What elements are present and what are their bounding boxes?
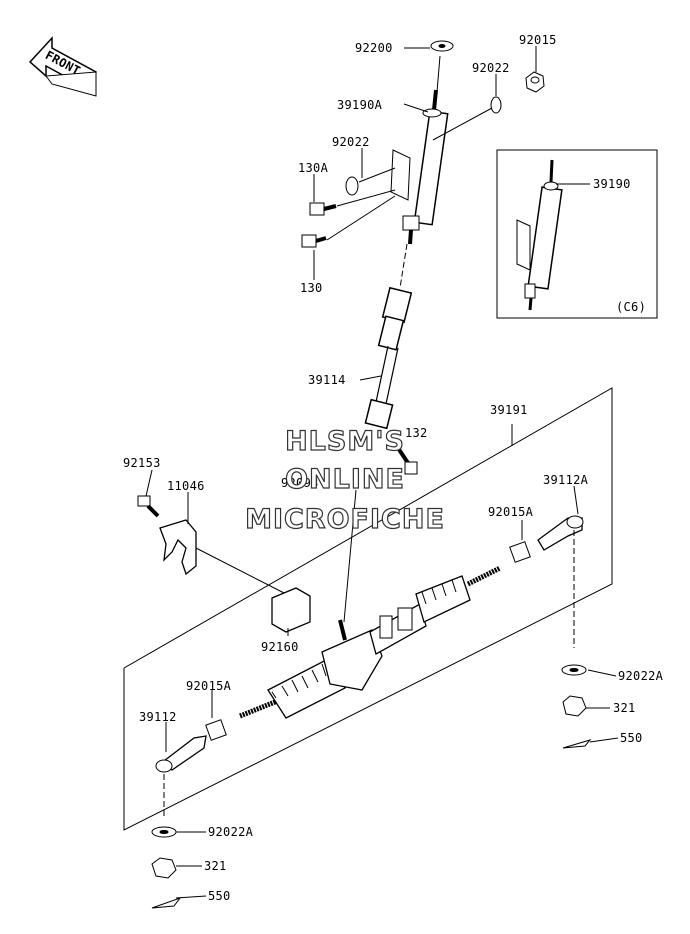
part-label-92015: 92015 — [519, 33, 557, 47]
part-label-130: 130 — [300, 281, 323, 295]
part-label-550-right: 550 — [620, 731, 643, 745]
part-label-92160: 92160 — [261, 640, 299, 654]
bolt-92153-icon — [137, 495, 160, 518]
inset-steering-column — [516, 159, 563, 311]
part-label-39114: 39114 — [308, 373, 346, 387]
part-label-130A: 130A — [298, 161, 329, 175]
part-label-11046: 11046 — [167, 479, 205, 493]
steering-rack — [239, 565, 502, 719]
clamp-11046-icon — [159, 519, 197, 576]
part-label-92022-right: 92022 — [472, 61, 510, 75]
watermark-line-1: HLSM'S — [284, 425, 405, 457]
watermark-line-3: MICROFICHE — [244, 503, 445, 535]
part-label-39112: 39112 — [139, 710, 177, 724]
part-label-321-left: 321 — [204, 859, 227, 873]
part-label-92022-left: 92022 — [332, 135, 370, 149]
bolt-130A-icon — [309, 202, 337, 216]
nut-92015-icon — [525, 71, 545, 93]
part-label-39112A: 39112A — [543, 473, 589, 487]
part-label-92015A-left: 92015A — [186, 679, 232, 693]
tie-rod-end-left — [151, 719, 227, 909]
washer-92022-left-icon — [345, 176, 359, 196]
front-arrow-icon — [28, 36, 97, 97]
part-label-92153: 92153 — [123, 456, 161, 470]
part-label-92093: 92093 — [281, 476, 319, 490]
inset-frame — [496, 149, 658, 319]
bolt-132-icon — [396, 446, 418, 475]
part-label-92015A-right: 92015A — [488, 505, 534, 519]
part-label-39190A: 39190A — [337, 98, 383, 112]
part-label-132: 132 — [405, 426, 428, 440]
rack-assembly-frame — [123, 387, 613, 831]
inset-variant-label: (C6) — [616, 300, 647, 314]
part-label-321-right: 321 — [613, 701, 636, 715]
washer-92022-right-icon — [490, 96, 502, 114]
part-label-39191: 39191 — [490, 403, 528, 417]
bushing-92160-icon — [271, 587, 311, 633]
part-label-550-left: 550 — [208, 889, 231, 903]
part-label-92200: 92200 — [355, 41, 393, 55]
watermark-line-2: ONLINE — [284, 463, 405, 495]
part-label-92022A-left: 92022A — [208, 825, 254, 839]
upper-steering-column — [390, 40, 454, 245]
part-label-92022A-right: 92022A — [618, 669, 664, 683]
tie-rod-end-right — [509, 515, 592, 749]
intermediate-shaft — [364, 286, 413, 430]
part-label-39190: 39190 — [593, 177, 631, 191]
bolt-130-icon — [301, 234, 327, 248]
